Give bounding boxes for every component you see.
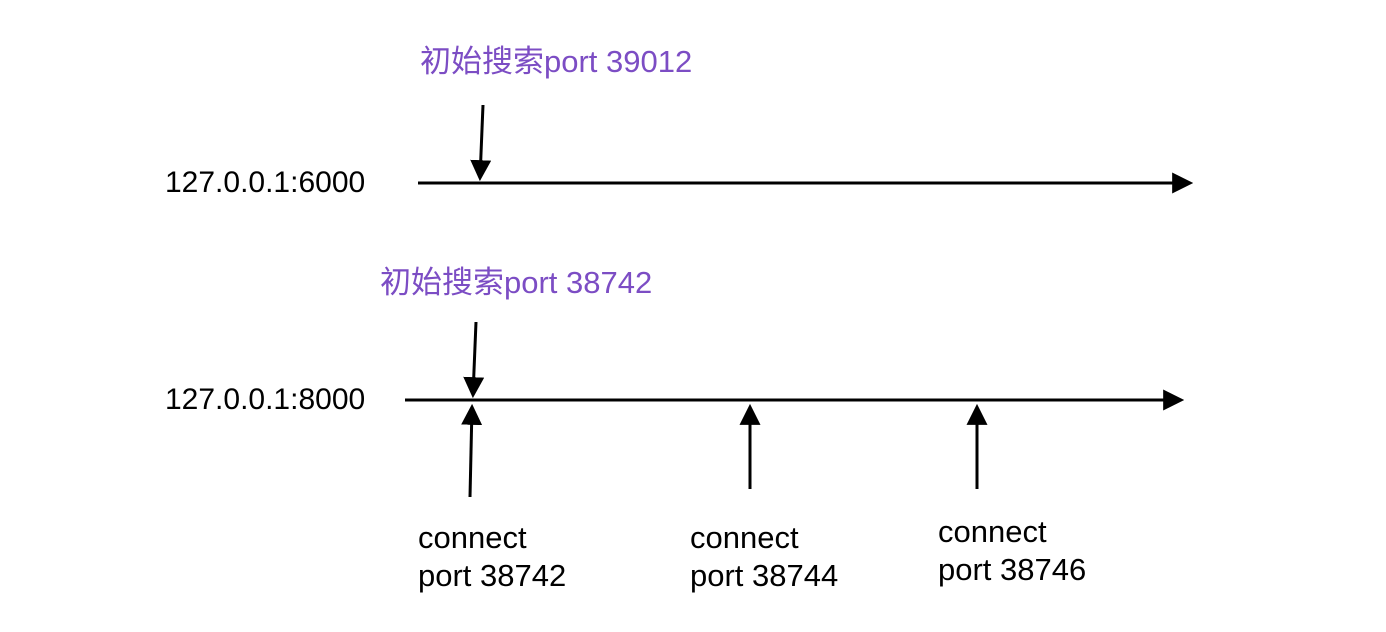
host-label-8000: 127.0.0.1:8000 (165, 383, 366, 416)
host-label-6000: 127.0.0.1:6000 (165, 166, 366, 199)
connect-label-38744-line2: port 38744 (690, 558, 839, 593)
connect-label-38744-line1: connect (690, 520, 799, 555)
connect-arrow-38742 (461, 403, 483, 498)
connect-label-38746: connect port 38746 (938, 513, 1086, 589)
initial-search-annotation-6000: 初始搜索port 39012 (420, 44, 693, 79)
connect-label-38742-line1: connect (418, 520, 527, 555)
connect-label-38746-line2: port 38746 (938, 552, 1087, 587)
initial-search-annotation-8000: 初始搜索port 38742 (380, 265, 653, 300)
initial-search-arrow-39012 (470, 104, 492, 182)
connect-label-38746-line1: connect (938, 514, 1047, 549)
connect-label-38744: connect port 38744 (690, 519, 838, 595)
connect-label-38742: connect port 38742 (418, 519, 566, 595)
initial-search-arrow-38742 (463, 321, 485, 399)
connect-label-38742-line2: port 38742 (418, 558, 567, 593)
